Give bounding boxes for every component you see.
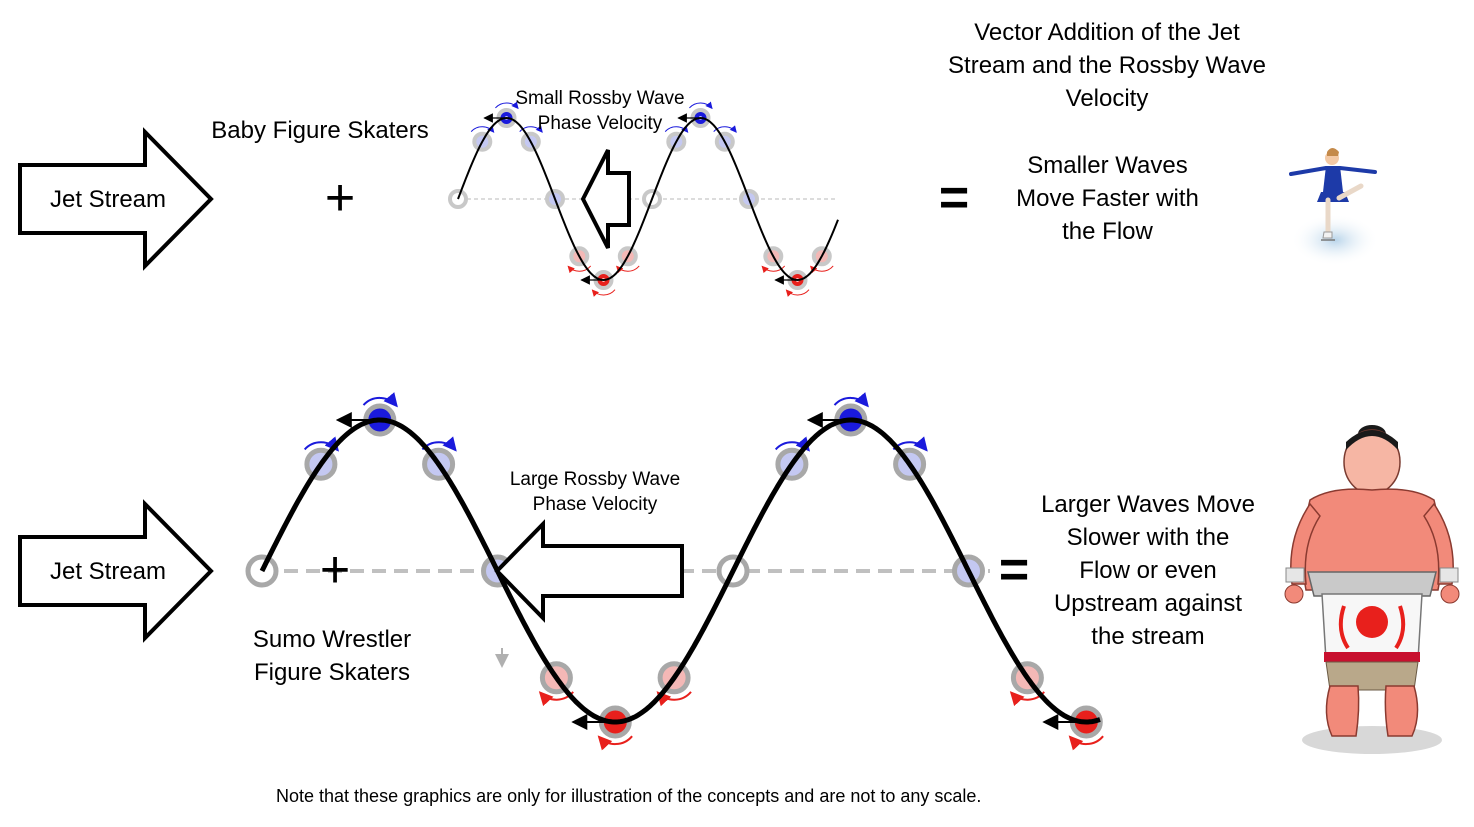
plus-sign-top: + bbox=[324, 169, 356, 227]
rotation-arrow bbox=[567, 265, 592, 274]
wave-curve-bottom bbox=[259, 417, 1101, 725]
diagram-title: Vector Addition of the Jet Stream and th… bbox=[948, 19, 1266, 112]
rotation-arrow bbox=[591, 289, 616, 297]
footnote: Note that these graphics are only for il… bbox=[276, 786, 982, 806]
skater-label-bottom: Sumo Wrestler Figure Skaters bbox=[252, 626, 412, 686]
jet-stream-label-bottom: Jet Stream bbox=[49, 558, 167, 585]
phase-velocity-arrow-top bbox=[580, 149, 631, 249]
rotation-arrow bbox=[1068, 735, 1104, 751]
rotation-arrow bbox=[664, 125, 689, 133]
rotation-arrow bbox=[616, 265, 640, 274]
rotation-arrow bbox=[362, 392, 398, 408]
figure-skater-icon bbox=[1289, 148, 1379, 266]
rotation-arrow bbox=[785, 289, 810, 297]
equals-sign-bottom: = bbox=[998, 541, 1030, 599]
jet-stream-label-top: Jet Stream bbox=[49, 186, 167, 213]
rotation-arrow bbox=[597, 735, 633, 751]
rotation-arrow bbox=[713, 125, 737, 133]
result-label-bottom: Larger Waves Move Slower with the Flow o… bbox=[1041, 491, 1255, 650]
wave-bottom-skaters bbox=[245, 392, 1104, 751]
jet-stream-arrow-top bbox=[18, 127, 214, 271]
rotation-arrow bbox=[761, 265, 786, 274]
rotation-arrow bbox=[833, 392, 869, 408]
phase-velocity-label-top: Small Rossby Wave Phase Velocity bbox=[515, 88, 685, 134]
rotation-arrow bbox=[470, 125, 495, 133]
sumo-wrestler-icon bbox=[1284, 425, 1460, 754]
rotation-arrow bbox=[689, 101, 713, 110]
rotation-arrow bbox=[810, 265, 834, 274]
skater-label-top: Baby Figure Skaters bbox=[211, 117, 429, 144]
result-label-top: Smaller Waves Move Faster with the Flow bbox=[1016, 152, 1199, 245]
equals-sign-top: = bbox=[938, 169, 970, 227]
phase-velocity-arrow-bottom bbox=[494, 519, 684, 623]
phase-velocity-label-bottom: Large Rossby Wave Phase Velocity bbox=[509, 469, 681, 515]
wave-curve-top bbox=[457, 116, 839, 282]
rotation-arrow bbox=[495, 101, 519, 110]
jet-stream-arrow-bottom bbox=[18, 499, 214, 643]
rotation-arrow bbox=[519, 125, 543, 133]
plus-sign-bottom: + bbox=[319, 541, 351, 599]
